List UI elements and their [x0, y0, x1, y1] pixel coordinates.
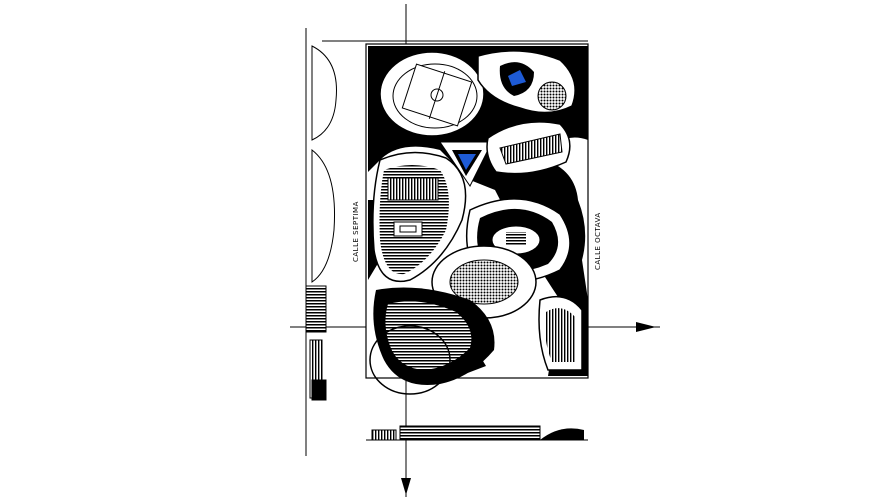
- lower-complex: [369, 287, 495, 395]
- bottom-elevation: [366, 425, 588, 441]
- hatched-court: [372, 151, 467, 283]
- striped-building: [486, 121, 571, 175]
- street-label-right: CALLE OCTAVA: [594, 212, 602, 270]
- left-elevation: [305, 45, 337, 401]
- stadium: [465, 198, 571, 283]
- pavilion-blue: [477, 50, 576, 114]
- central-plaza: [439, 141, 493, 187]
- axis-arrow-bottom: [401, 478, 411, 495]
- sports-field: [379, 51, 485, 137]
- street-label-left: CALLE SEPTIMA: [352, 201, 360, 262]
- amphitheatre: [538, 295, 583, 371]
- axis-arrow-right: [636, 322, 656, 332]
